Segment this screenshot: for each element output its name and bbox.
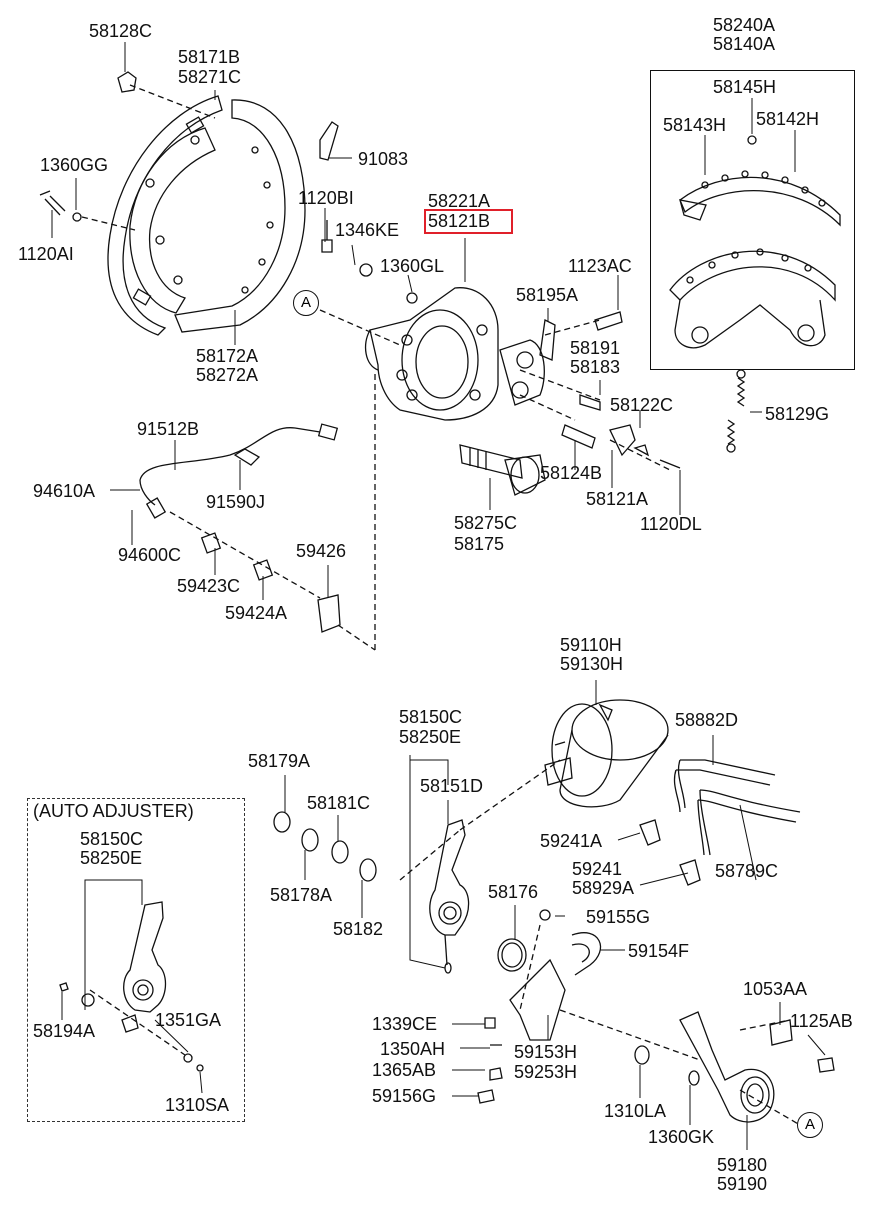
callout-1360GL[interactable]: 1360GL xyxy=(380,256,445,276)
callout-91083[interactable]: 91083 xyxy=(358,149,409,169)
callout-58178A[interactable]: 58178A xyxy=(270,885,333,905)
callout-58142H[interactable]: 58142H xyxy=(756,109,820,129)
callout-58250E-auto[interactable]: 58250E xyxy=(80,848,143,868)
callout-1365AB[interactable]: 1365AB xyxy=(372,1060,437,1080)
callout-94600C[interactable]: 94600C xyxy=(118,545,182,565)
callout-1120DL[interactable]: 1120DL xyxy=(640,514,702,534)
callout-1346KE[interactable]: 1346KE xyxy=(335,220,400,240)
callout-1123AC[interactable]: 1123AC xyxy=(568,256,632,276)
callout-1120BI[interactable]: 1120BI xyxy=(298,188,354,208)
callout-59241[interactable]: 59241 xyxy=(572,859,623,879)
brake-chamber-drawing xyxy=(544,699,669,808)
callout-91590J[interactable]: 91590J xyxy=(206,492,266,512)
selected-part-highlight xyxy=(424,209,513,234)
callout-58129G[interactable]: 58129G xyxy=(765,404,830,424)
callout-58183[interactable]: 58183 xyxy=(570,357,621,377)
callout-59180[interactable]: 59180 xyxy=(717,1155,768,1175)
brake-shoe-drawing xyxy=(669,170,841,349)
callout-59155G[interactable]: 59155G xyxy=(586,907,651,927)
callout-58143H[interactable]: 58143H xyxy=(663,115,727,135)
brake-spider-drawing xyxy=(364,287,545,421)
callout-1360GG[interactable]: 1360GG xyxy=(40,155,109,175)
callout-58191[interactable]: 58191 xyxy=(570,338,621,358)
callout-59110H[interactable]: 59110H xyxy=(560,635,622,655)
callout-58240A[interactable]: 58240A xyxy=(713,15,776,35)
callout-59426[interactable]: 59426 xyxy=(296,541,347,561)
callout-1310LA[interactable]: 1310LA xyxy=(604,1101,667,1121)
return-spring-drawing xyxy=(726,369,746,453)
callout-58271C[interactable]: 58271C xyxy=(178,67,242,87)
callout-58882D[interactable]: 58882D xyxy=(675,710,739,730)
callout-58272A[interactable]: 58272A xyxy=(196,365,259,385)
callout-1120AI[interactable]: 1120AI xyxy=(18,244,74,264)
callout-58181C[interactable]: 58181C xyxy=(307,793,371,813)
callout-59156G[interactable]: 59156G xyxy=(372,1086,437,1106)
leader-lines xyxy=(51,42,826,1150)
callout-58175[interactable]: 58175 xyxy=(454,534,505,554)
shoe-kit-frame xyxy=(650,70,855,370)
callout-58929A[interactable]: 58929A xyxy=(572,878,635,898)
callout-1125AB[interactable]: 1125AB xyxy=(790,1011,853,1031)
callout-58194A[interactable]: 58194A xyxy=(33,1021,96,1041)
callout-59424A[interactable]: 59424A xyxy=(225,603,288,623)
callout-58121B[interactable]: 58121B xyxy=(428,211,491,231)
callout-1339CE[interactable]: 1339CE xyxy=(372,1014,438,1034)
callout-58122C[interactable]: 58122C xyxy=(610,395,674,415)
sensor-cable-drawing xyxy=(139,423,341,633)
auto-adjuster-drawing xyxy=(59,901,204,1072)
callout-1053AA[interactable]: 1053AA xyxy=(743,979,808,999)
callout-58128C[interactable]: 58128C xyxy=(89,21,153,41)
callout-58151D[interactable]: 58151D xyxy=(420,776,484,796)
callout-58172A[interactable]: 58172A xyxy=(196,346,259,366)
callout-58150C-top[interactable]: 58150C xyxy=(399,707,463,727)
callout-59154F[interactable]: 59154F xyxy=(628,941,690,961)
callout-58789C[interactable]: 58789C xyxy=(715,861,779,881)
backing-plate-drawing xyxy=(107,95,306,336)
callout-58182[interactable]: 58182 xyxy=(333,919,384,939)
callout-59190[interactable]: 59190 xyxy=(717,1174,768,1194)
callout-59253H[interactable]: 59253H xyxy=(514,1062,578,1082)
callout-94610A[interactable]: 94610A xyxy=(33,481,96,501)
callout-59153H[interactable]: 59153H xyxy=(514,1042,578,1062)
callout-58250E-top[interactable]: 58250E xyxy=(399,727,462,747)
callout-1351GA[interactable]: 1351GA xyxy=(155,1010,222,1030)
callout-59130H[interactable]: 59130H xyxy=(560,654,624,674)
auto-adjuster-frame xyxy=(27,798,245,1122)
ref-marker-a-upper[interactable]: A xyxy=(293,290,319,316)
callout-59241A[interactable]: 59241A xyxy=(540,831,603,851)
callout-58275C[interactable]: 58275C xyxy=(454,513,518,533)
camshaft-drawing xyxy=(459,444,546,496)
callout-58176[interactable]: 58176 xyxy=(488,882,539,902)
callout-58171B[interactable]: 58171B xyxy=(178,47,241,67)
callout-1360GK[interactable]: 1360GK xyxy=(648,1127,715,1147)
auto-adjuster-title: (AUTO ADJUSTER) xyxy=(33,801,194,821)
chamber-bracket-drawing xyxy=(477,909,602,1104)
callout-58140A[interactable]: 58140A xyxy=(713,34,776,54)
callout-58179A[interactable]: 58179A xyxy=(248,751,311,771)
callout-58150C-auto[interactable]: 58150C xyxy=(80,829,144,849)
washers-drawing xyxy=(273,811,377,882)
callout-58121A[interactable]: 58121A xyxy=(586,489,649,509)
callout-59423C[interactable]: 59423C xyxy=(177,576,241,596)
cam-bracket-drawing xyxy=(634,1011,835,1123)
callout-58145H[interactable]: 58145H xyxy=(713,77,777,97)
callout-1350AH[interactable]: 1350AH xyxy=(380,1039,446,1059)
fasteners-drawing xyxy=(39,71,757,469)
callout-58124B[interactable]: 58124B xyxy=(540,463,603,483)
callout-1310SA[interactable]: 1310SA xyxy=(165,1095,230,1115)
slack-adjuster-drawing xyxy=(429,819,470,974)
ref-marker-a-lower[interactable]: A xyxy=(797,1112,823,1138)
callout-58195A[interactable]: 58195A xyxy=(516,285,579,305)
hose-drawing xyxy=(639,759,801,886)
callout-91512B[interactable]: 91512B xyxy=(137,419,200,439)
callout-58221A[interactable]: 58221A xyxy=(428,191,491,211)
